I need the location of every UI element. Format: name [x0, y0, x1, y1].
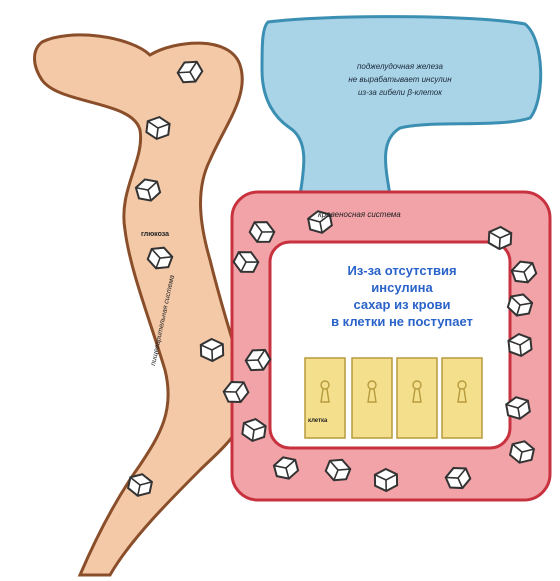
- pancreas-note: поджелудочная железа не вырабатывает инс…: [300, 60, 500, 99]
- sugar-cube-icon: [375, 469, 397, 491]
- cell-1: [305, 358, 345, 438]
- pancreas-note-line-2: не вырабатывает инсулин: [300, 73, 500, 86]
- cell-4: [442, 358, 482, 438]
- center-message-line-1: Из-за отсутствия: [292, 262, 512, 279]
- center-message: Из-за отсутствия инсулина сахар из крови…: [292, 262, 512, 330]
- cell-3: [397, 358, 437, 438]
- sugar-cube-icon: [201, 339, 224, 362]
- blood-system-label: кровеносная система: [318, 210, 401, 219]
- pancreas: [262, 17, 541, 195]
- pancreas-note-line-3: из-за гибели β-клеток: [300, 86, 500, 99]
- cell-label: клетка: [308, 418, 327, 424]
- center-message-line-2: инсулина: [292, 279, 512, 296]
- center-message-line-3: сахар из крови: [292, 296, 512, 313]
- center-message-line-4: в клетки не поступает: [292, 313, 512, 330]
- pancreas-note-line-1: поджелудочная железа: [300, 60, 500, 73]
- glucose-label: глюкоза: [141, 231, 169, 238]
- cell-2: [352, 358, 392, 438]
